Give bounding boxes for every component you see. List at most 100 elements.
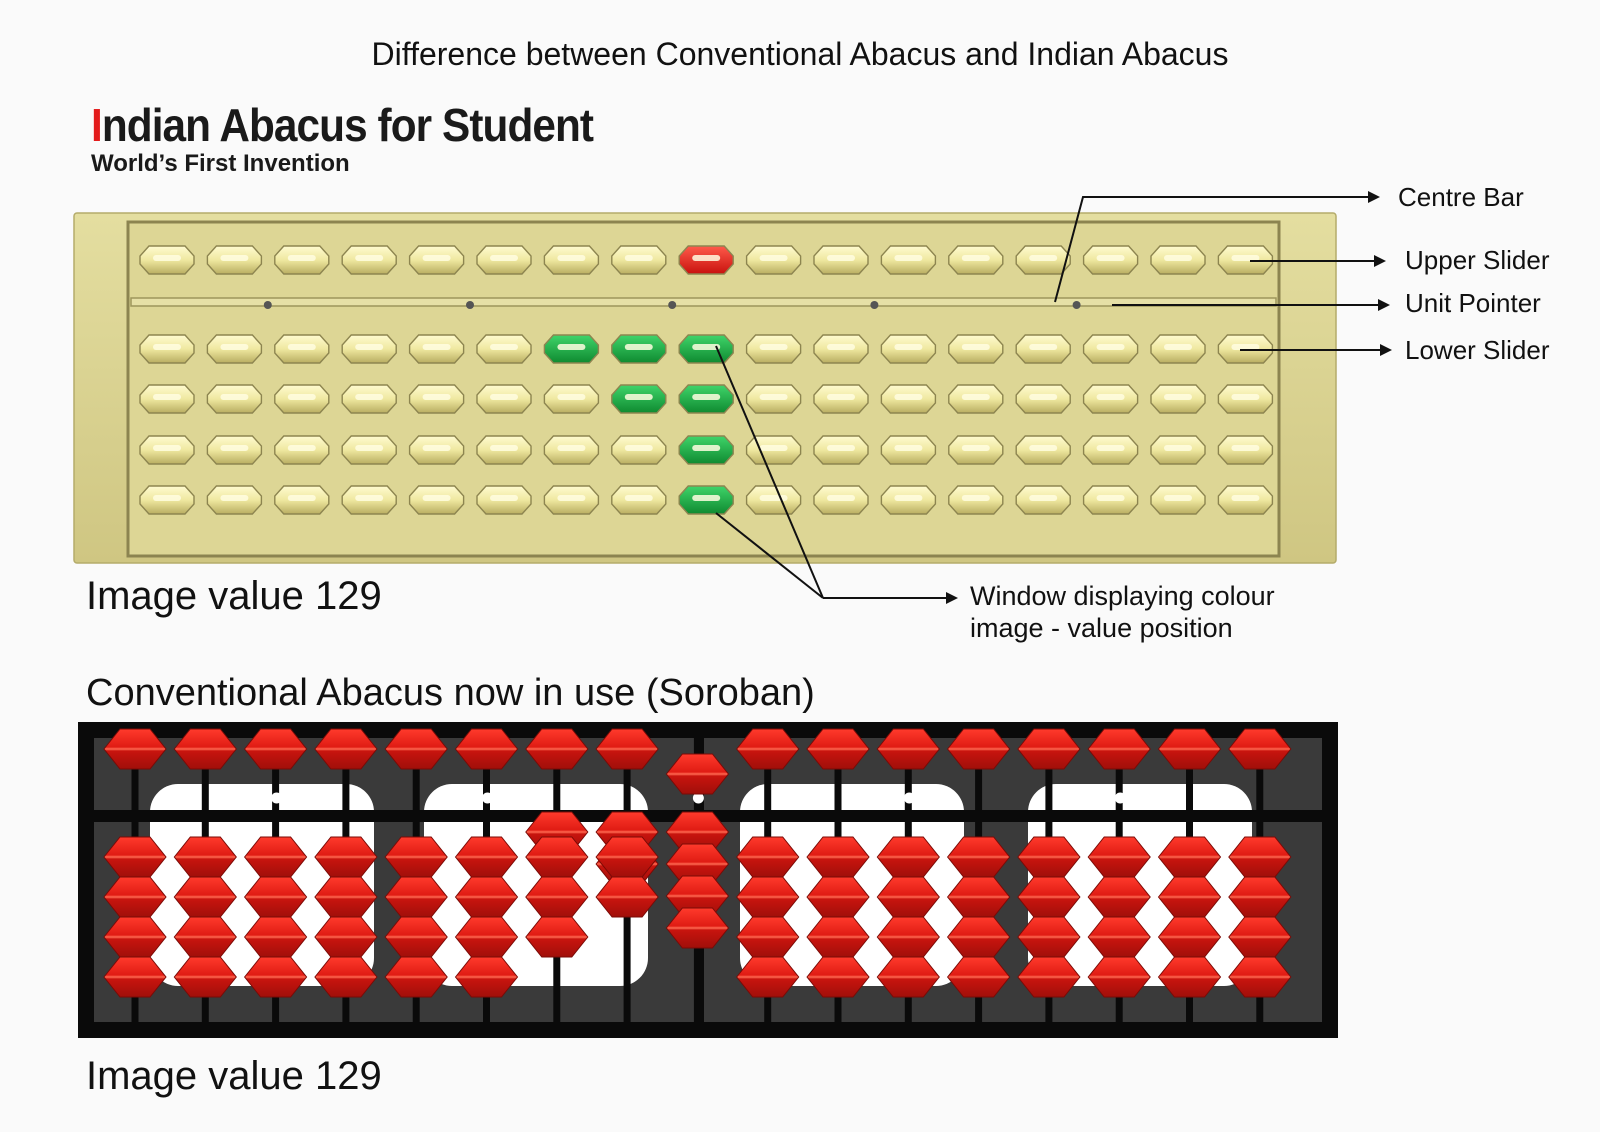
lower-slider-bead-active — [678, 384, 734, 414]
soroban-abacus — [78, 722, 1338, 1038]
lower-slider-bead — [274, 435, 330, 465]
lower-slider-bead — [476, 384, 532, 414]
lower-slider-bead-active — [611, 334, 667, 364]
lower-slider-bead — [1015, 334, 1071, 364]
lower-slider-bead — [745, 435, 802, 465]
callout-lines — [715, 191, 1392, 604]
callout-lower-slider: Lower Slider — [1405, 335, 1550, 365]
lower-slider-bead — [745, 384, 802, 414]
lower-slider-bead — [948, 485, 1004, 515]
soroban-earth-bead — [736, 956, 800, 998]
soroban-unit-dot — [482, 792, 493, 804]
soroban-heaven-bead — [173, 728, 237, 770]
lower-slider-bead — [408, 485, 465, 515]
lower-slider-bead — [1217, 384, 1274, 414]
lower-slider-bead — [206, 384, 263, 414]
lower-slider-bead — [813, 334, 869, 364]
soroban-heaven-bead — [103, 728, 167, 770]
lower-slider-bead — [1150, 485, 1206, 515]
soroban-earth-bead — [103, 956, 167, 998]
soroban-value-label: Image value 129 — [86, 1054, 382, 1098]
unit-pointer-dot — [1072, 301, 1081, 309]
soroban-heaven-bead — [736, 728, 800, 770]
callout-centre-bar: Centre Bar — [1398, 182, 1524, 212]
lower-slider-bead — [543, 384, 600, 414]
lower-slider-bead — [1015, 485, 1071, 515]
upper-slider-bead — [611, 245, 667, 275]
upper-slider-bead — [1015, 245, 1071, 275]
upper-slider-bead — [813, 245, 869, 275]
soroban-earth-bead — [454, 956, 519, 998]
soroban-heaven-bead — [1087, 728, 1151, 770]
upper-slider-bead-active — [678, 245, 734, 275]
upper-slider-bead — [341, 245, 397, 275]
lower-slider-bead — [543, 485, 600, 515]
soroban-earth-bead — [595, 876, 659, 918]
lower-slider-bead — [341, 384, 397, 414]
soroban-heaven-bead — [525, 728, 589, 770]
lower-slider-bead — [408, 435, 465, 465]
callout-window: Window displaying colour image - value p… — [970, 580, 1275, 644]
callout-unit-pointer: Unit Pointer — [1405, 288, 1541, 318]
lower-slider-bead — [1150, 334, 1206, 364]
soroban-earth-bead-active — [665, 907, 730, 949]
soroban-earth-bead — [1157, 956, 1222, 998]
upper-slider-bead — [1217, 245, 1274, 275]
soroban-earth-bead — [243, 956, 308, 998]
soroban-earth-bead — [525, 916, 589, 958]
soroban-earth-bead — [1228, 956, 1292, 998]
soroban-unit-dot — [692, 792, 704, 804]
lower-slider-bead — [948, 334, 1004, 364]
soroban-earth-bead — [876, 956, 940, 998]
upper-slider-bead — [274, 245, 330, 275]
lower-slider-bead — [139, 384, 195, 414]
soroban-unit-dot — [1114, 792, 1126, 804]
soroban-earth-bead — [314, 956, 378, 998]
soroban-heaven-bead — [1017, 728, 1081, 770]
upper-slider-bead — [408, 245, 465, 275]
lower-slider-bead-active — [678, 334, 734, 364]
lower-slider-bead — [543, 435, 600, 465]
lower-slider-bead — [948, 435, 1004, 465]
lower-slider-bead — [476, 485, 532, 515]
unit-pointer-dot — [263, 301, 272, 309]
centre-bar-arrow — [1054, 191, 1380, 303]
unit-pointer-dot — [870, 301, 879, 309]
lower-slider-bead-active — [678, 435, 734, 465]
lower-slider-bead — [813, 435, 869, 465]
soroban-heaven-bead — [454, 728, 519, 770]
lower-slider-bead — [476, 435, 532, 465]
page-title: Difference between Conventional Abacus a… — [371, 36, 1229, 72]
soroban-earth-bead — [1087, 956, 1151, 998]
lower-slider-bead — [341, 435, 397, 465]
upper-slider-bead — [948, 245, 1004, 275]
lower-slider-bead — [1150, 384, 1206, 414]
soroban-heaven-bead — [243, 728, 308, 770]
lower-slider-bead — [274, 485, 330, 515]
soroban-heaven-bead — [806, 728, 870, 770]
lower-slider-bead — [948, 384, 1004, 414]
lower-slider-bead — [206, 435, 263, 465]
lower-slider-bead — [1082, 384, 1139, 414]
lower-slider-bead-active — [611, 384, 667, 414]
lower-slider-bead — [813, 485, 869, 515]
lower-slider-bead — [139, 485, 195, 515]
upper-slider-bead — [139, 245, 195, 275]
soroban-unit-dot — [271, 792, 283, 804]
upper-slider-bead — [476, 245, 532, 275]
lower-slider-bead — [341, 334, 397, 364]
indian-value-label: Image value 129 — [86, 574, 382, 618]
lower-slider-bead — [476, 334, 532, 364]
centre-bar — [130, 297, 1277, 307]
lower-slider-bead — [139, 334, 195, 364]
lower-slider-bead — [1015, 435, 1071, 465]
brand-title: Indian Abacus for Student — [91, 98, 594, 152]
soroban-earth-bead — [173, 956, 237, 998]
lower-slider-bead — [1217, 485, 1274, 515]
lower-slider-bead — [745, 485, 802, 515]
soroban-heaven-bead — [384, 728, 448, 770]
brand-subtitle: World’s First Invention — [91, 150, 350, 177]
callout-window-line2: image - value position — [970, 613, 1233, 643]
